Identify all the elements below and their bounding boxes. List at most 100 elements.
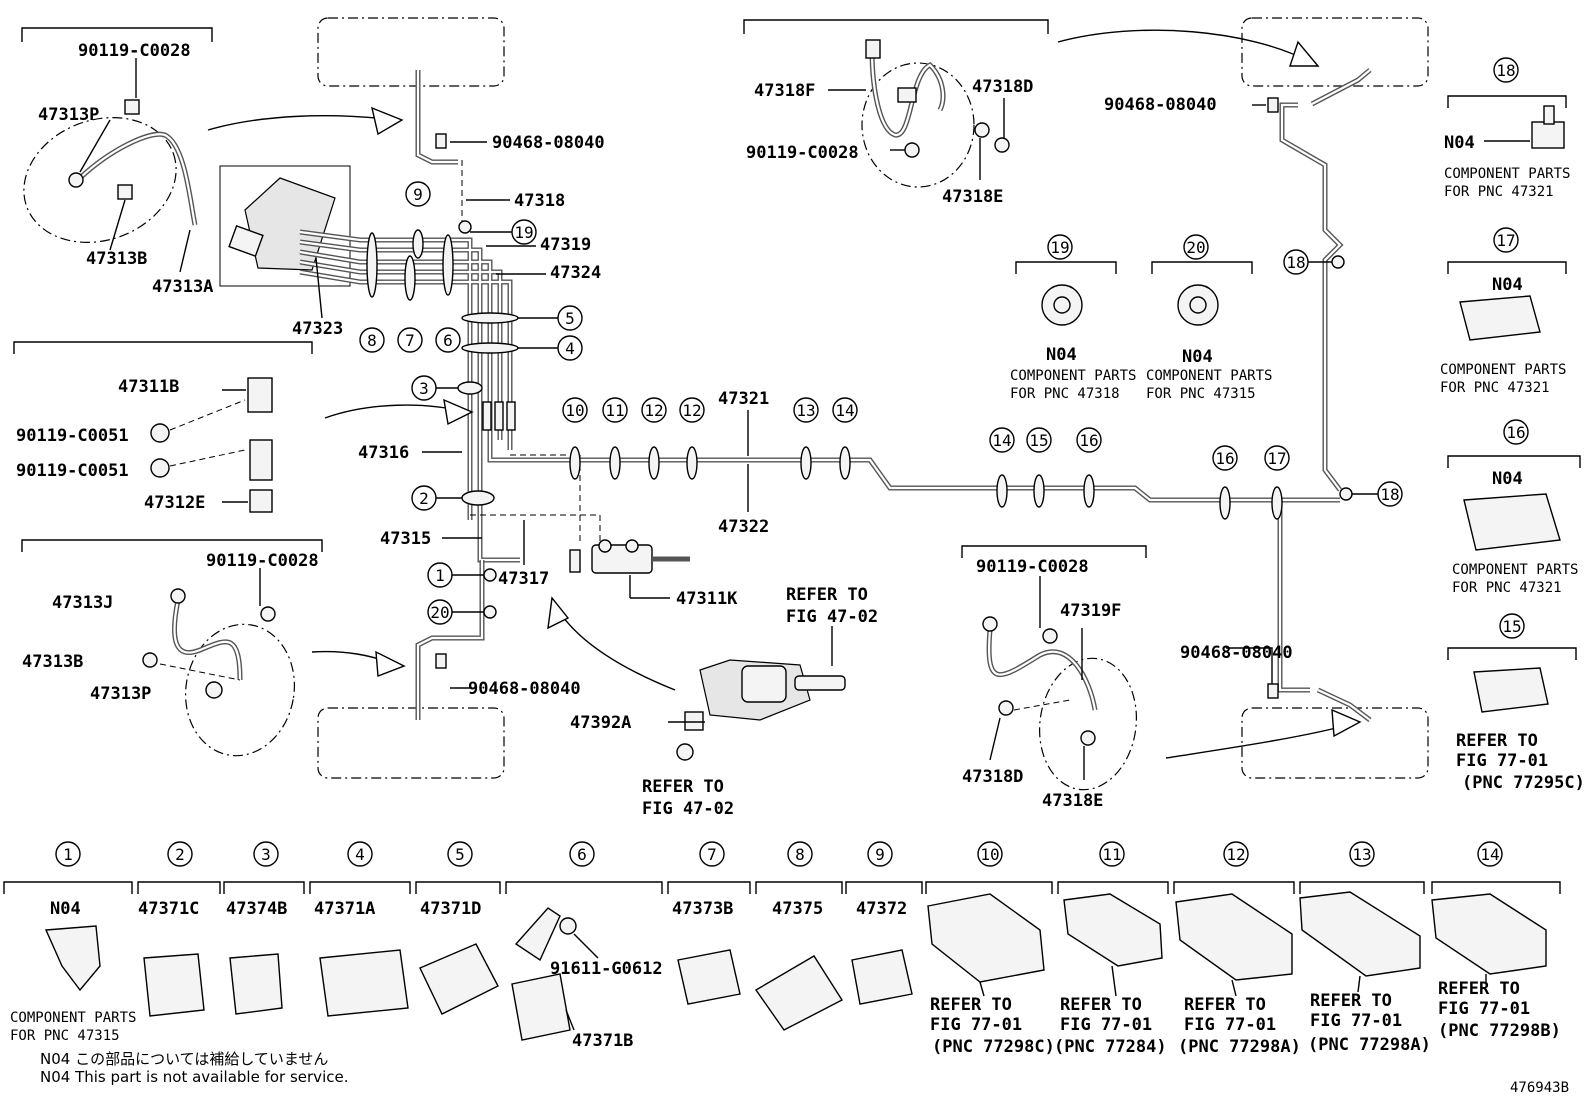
part-11-clamp: 11 REFER TO FIG 77-01 (PNC 77284) (1054, 841, 1169, 1057)
callout-6: 6 (435, 327, 461, 353)
callout-17: 17 (1264, 445, 1290, 471)
svg-text:FOR PNC 47318: FOR PNC 47318 (1010, 386, 1120, 402)
svg-text:20: 20 (430, 603, 449, 622)
svg-text:(PNC 77295C): (PNC 77295C) (1462, 773, 1585, 793)
svg-text:REFER TO: REFER TO (1456, 731, 1538, 751)
svg-text:COMPONENT PARTS: COMPONENT PARTS (1444, 166, 1570, 182)
fitting-icon (982, 616, 998, 632)
bolt-icon (994, 137, 1010, 153)
label-47318f: 47318F (754, 81, 815, 101)
svg-text:47371C: 47371C (138, 899, 199, 919)
svg-text:6: 6 (443, 331, 453, 350)
part-15-clamp: 15 REFER TO FIG 77-01 (PNC 77295C) (1447, 613, 1585, 793)
svg-text:14: 14 (1480, 845, 1499, 864)
part-13-clamp: 13 REFER TO FIG 77-01 (PNC 77298A) (1299, 841, 1431, 1055)
refer-47-02-a1: REFER TO (786, 585, 868, 605)
svg-text:FIG 77-01: FIG 77-01 (1456, 751, 1548, 771)
label-47318: 47318 (514, 191, 565, 211)
svg-text:FOR PNC 47321: FOR PNC 47321 (1452, 580, 1562, 596)
svg-text:3: 3 (261, 845, 271, 864)
label-90119-c0028-br: 90119-C0028 (976, 557, 1089, 577)
label-47324: 47324 (550, 263, 601, 283)
rear-right-hose-group (961, 545, 1147, 791)
svg-text:18: 18 (1286, 253, 1305, 272)
bolt-icon (1042, 628, 1058, 644)
note-en: N04 This part is not available for servi… (40, 1068, 348, 1086)
svg-text:1: 1 (63, 845, 73, 864)
svg-text:REFER TO: REFER TO (930, 995, 1012, 1015)
svg-text:13: 13 (796, 401, 815, 420)
part-6-clamp-bracket: 6 91611-G0612 47371B (505, 841, 663, 1051)
svg-text:13: 13 (1352, 845, 1371, 864)
callout-12b: 12 (679, 397, 705, 423)
front-right-wheel-area (1241, 17, 1429, 87)
svg-text:47371B: 47371B (572, 1031, 633, 1051)
flow-arrow (554, 604, 676, 691)
svg-text:REFER TO: REFER TO (1438, 979, 1520, 999)
figure-code: 476943B (1510, 1080, 1569, 1096)
label-90119-c0028-bl: 90119-C0028 (206, 551, 319, 571)
flow-arrow (1165, 723, 1353, 759)
part-4-clamp: 4 47371A (309, 841, 411, 1017)
label-47316: 47316 (358, 443, 409, 463)
callout-18b: 18 (1377, 481, 1403, 507)
svg-text:20: 20 (1186, 238, 1205, 257)
svg-text:(PNC 77298A): (PNC 77298A) (1308, 1035, 1431, 1055)
svg-text:N04: N04 (1444, 133, 1475, 153)
refer-47-02-b2: FIG 47-02 (642, 799, 734, 819)
svg-text:19: 19 (514, 223, 533, 242)
svg-text:2: 2 (175, 845, 185, 864)
svg-text:(PNC 77284): (PNC 77284) (1054, 1037, 1167, 1057)
svg-text:FOR PNC 47315: FOR PNC 47315 (10, 1028, 120, 1044)
part-12-clamp: 12 REFER TO FIG 77-01 (PNC 77298A) (1173, 841, 1301, 1057)
part-9-clamp: 9 47372 (845, 841, 923, 1005)
label-47322: 47322 (718, 517, 769, 537)
label-90468-08040-tr: 90468-08040 (1104, 95, 1217, 115)
svg-text:FIG 77-01: FIG 77-01 (930, 1015, 1022, 1035)
label-47311k: 47311K (676, 589, 738, 609)
label-47318d-br: 47318D (962, 767, 1023, 787)
svg-text:3: 3 (419, 379, 429, 398)
label-47318e-tr: 47318E (942, 187, 1003, 207)
clip-icon (435, 97, 1279, 699)
label-47323: 47323 (292, 319, 343, 339)
callout-18a: 18 (1283, 249, 1309, 275)
note-jp: N04 この部品については補給していません (40, 1050, 328, 1068)
svg-text:17: 17 (1496, 231, 1515, 250)
bottom-parts-row: 1 N04 COMPONENT PARTS FOR PNC 47315 2 47… (3, 841, 1561, 1057)
svg-text:COMPONENT PARTS: COMPONENT PARTS (1010, 368, 1136, 384)
svg-text:47375: 47375 (772, 899, 823, 919)
rear-left-hose-group (21, 539, 323, 757)
label-47313b-bl: 47313B (22, 652, 83, 672)
label-47321: 47321 (718, 389, 769, 409)
svg-text:14: 14 (992, 431, 1011, 450)
clamp-markers (366, 220, 1353, 619)
label-47319f: 47319F (1060, 601, 1121, 621)
part-10-clamp: 10 REFER TO FIG 77-01 (PNC 77298C) (925, 841, 1055, 1057)
callout-2: 2 (411, 485, 437, 511)
svg-text:COMPONENT PARTS: COMPONENT PARTS (10, 1010, 136, 1026)
svg-text:N04: N04 (1046, 345, 1077, 365)
callout-20: 20 (427, 599, 453, 625)
svg-text:REFER TO: REFER TO (1060, 995, 1142, 1015)
label-47315: 47315 (380, 529, 431, 549)
front-left-hose-group: 90119-C0028 47313P 47313B 47313A (21, 27, 213, 297)
callout-19: 19 (511, 219, 537, 245)
bolt-icon (150, 423, 170, 443)
bolt-icon (117, 184, 133, 200)
label-47313b-tl: 47313B (86, 249, 147, 269)
svg-text:12: 12 (644, 401, 663, 420)
label-90468-08040-b: 90468-08040 (468, 679, 581, 699)
fitting-icon (170, 588, 186, 604)
svg-text:4: 4 (355, 845, 365, 864)
callout-5: 5 (557, 305, 583, 331)
label-47313a: 47313A (152, 277, 213, 297)
svg-text:5: 5 (455, 845, 465, 864)
svg-text:(PNC 77298B): (PNC 77298B) (1438, 1021, 1561, 1041)
callout-8: 8 (359, 327, 385, 353)
callout-14b: 14 (989, 427, 1015, 453)
svg-text:47374B: 47374B (226, 899, 287, 919)
svg-text:FIG 77-01: FIG 77-01 (1310, 1011, 1402, 1031)
fitting-icon (865, 39, 881, 59)
callout-7: 7 (397, 327, 423, 353)
